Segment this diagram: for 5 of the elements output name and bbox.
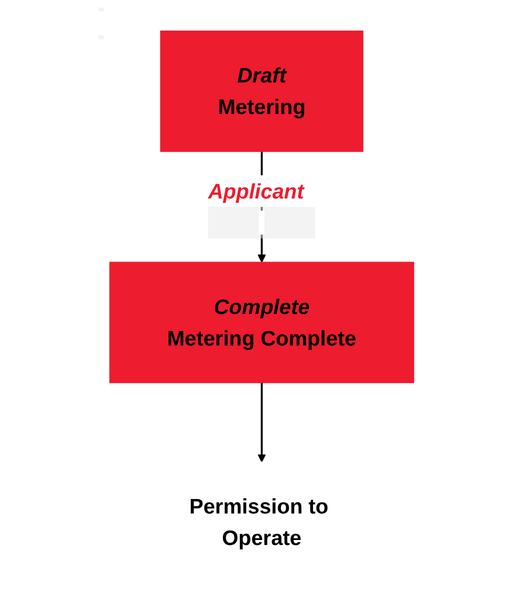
- node-text: Permission to Operate: [189, 494, 328, 550]
- node-box: Draft Metering: [160, 30, 364, 152]
- arrow: [258, 382, 266, 462]
- edge-label: Applicant: [208, 179, 304, 204]
- node-box: Complete Metering Complete: [109, 262, 414, 384]
